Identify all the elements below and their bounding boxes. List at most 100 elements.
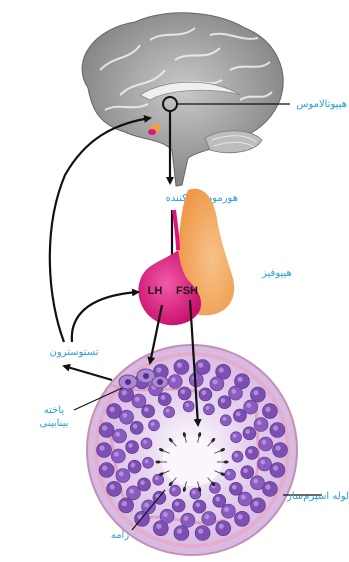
- cell-nucleus: [202, 391, 207, 396]
- cell-nucleus: [238, 514, 243, 519]
- cell-nucleus: [102, 426, 107, 431]
- cell-nucleus: [143, 440, 147, 444]
- tubule-label: لوله اسپرم‌ساز: [286, 491, 349, 502]
- cell-nucleus: [163, 512, 168, 517]
- spermatogenic-cell: [142, 405, 155, 418]
- cell-nucleus: [198, 529, 203, 534]
- seminiferous-tubule: [87, 345, 297, 555]
- sperm-label: زامه: [111, 530, 129, 541]
- spermatogenic-cell: [142, 500, 156, 514]
- spermatogenic-cell: [250, 476, 264, 490]
- cell-nucleus: [219, 367, 224, 372]
- spermatogenic-cell: [195, 360, 210, 375]
- cell-nucleus: [215, 497, 220, 502]
- spermatogenic-cell: [202, 512, 216, 526]
- cell-nucleus: [265, 484, 270, 489]
- spermatogenic-cell: [241, 466, 254, 479]
- cell-nucleus: [110, 484, 115, 489]
- spermatogenic-cell: [273, 443, 288, 458]
- cell-nucleus: [175, 502, 180, 507]
- spermatogenic-cell: [141, 438, 152, 449]
- cell-nucleus: [144, 407, 149, 412]
- cell-nucleus: [253, 501, 258, 506]
- cell-nucleus: [156, 524, 161, 529]
- cell-nucleus: [135, 397, 140, 402]
- spermatogenic-cell: [229, 386, 243, 400]
- spermatogenic-cell: [250, 387, 265, 402]
- cell-nucleus: [102, 466, 107, 471]
- spermatogenic-cell: [195, 526, 210, 541]
- feedback-arrow-hypothalamus: [50, 118, 150, 342]
- feedback-arrow-pituitary: [72, 292, 138, 342]
- spermatogenic-cell: [203, 404, 214, 415]
- cell-nucleus: [184, 516, 189, 521]
- pituitary-label: هیپوفیز: [261, 268, 292, 279]
- spermatogenic-cell: [270, 463, 285, 478]
- spermatogenic-cell: [174, 526, 189, 541]
- spermatogenic-cell: [216, 521, 231, 536]
- cell-nucleus: [262, 440, 267, 445]
- cell-nucleus: [227, 471, 231, 475]
- pituitary-gland: [138, 189, 234, 325]
- cell-nucleus: [232, 485, 237, 490]
- spermatogenic-cell: [99, 463, 114, 478]
- cell-nucleus: [133, 424, 138, 429]
- spermatogenic-cell: [181, 513, 195, 527]
- cell-nucleus: [122, 413, 127, 418]
- spermatogenic-cell: [107, 481, 122, 496]
- spermatogenic-cell: [210, 377, 224, 391]
- spermatogenic-cell: [183, 401, 194, 412]
- cell-nucleus: [223, 417, 227, 421]
- spermatogenic-cell: [244, 400, 258, 414]
- spermatogenic-cell: [172, 499, 185, 512]
- cell-nucleus: [241, 495, 246, 500]
- cell-nucleus: [129, 489, 134, 494]
- cell-nucleus: [122, 501, 127, 506]
- cell-nucleus: [114, 452, 119, 457]
- spermatogenic-cell: [113, 429, 127, 443]
- spermatogenic-cell: [160, 509, 174, 523]
- cell-nucleus: [155, 476, 159, 480]
- spermatogenic-cell: [193, 500, 206, 513]
- spermatogenic-cell: [262, 404, 277, 419]
- cell-nucleus: [205, 514, 210, 519]
- cell-nucleus: [181, 390, 186, 395]
- cell-nucleus: [161, 395, 166, 400]
- fsh-label: FSH: [176, 285, 198, 297]
- cell-nucleus: [238, 377, 243, 382]
- cell-nucleus: [243, 468, 248, 473]
- spermatogenic-cell: [111, 449, 125, 463]
- cell-nucleus: [172, 487, 176, 491]
- spermatogenic-cell: [235, 511, 250, 526]
- spermatogenic-cell: [225, 469, 236, 480]
- cell-nucleus: [177, 363, 182, 368]
- spermatogenic-cell: [250, 498, 265, 513]
- spermatogenic-cell: [138, 478, 151, 491]
- cell-nucleus: [234, 453, 238, 457]
- cell-nucleus: [260, 460, 265, 465]
- spermatogenic-cell: [218, 396, 231, 409]
- spermatogenic-cell: [258, 457, 272, 471]
- spermatogenic-cell: [143, 457, 154, 468]
- spermatogenic-cell: [116, 469, 130, 483]
- cell-nucleus: [219, 524, 224, 529]
- cell-nucleus: [100, 446, 105, 451]
- spermatogenic-cell: [99, 423, 114, 438]
- cell-nucleus: [247, 403, 252, 408]
- cell-nucleus: [253, 479, 258, 484]
- cell-nucleus: [151, 422, 155, 426]
- spermatogenic-cell: [270, 423, 285, 438]
- cell-nucleus: [273, 426, 278, 431]
- cell-nucleus: [213, 380, 218, 385]
- spermatogenic-cell: [254, 418, 268, 432]
- cell-nucleus: [128, 443, 133, 448]
- cell-nucleus: [177, 529, 182, 534]
- spermatogenic-cell: [164, 407, 175, 418]
- testosterone-arrow: [64, 366, 112, 380]
- hypothalamus-label: هیپوتالاموس: [296, 99, 347, 110]
- interstitial-label-line1: یاخته: [44, 405, 65, 416]
- testosterone-label: تستوسترون: [50, 347, 99, 358]
- cell-nucleus: [221, 398, 226, 403]
- spermatogenic-cell: [168, 375, 182, 389]
